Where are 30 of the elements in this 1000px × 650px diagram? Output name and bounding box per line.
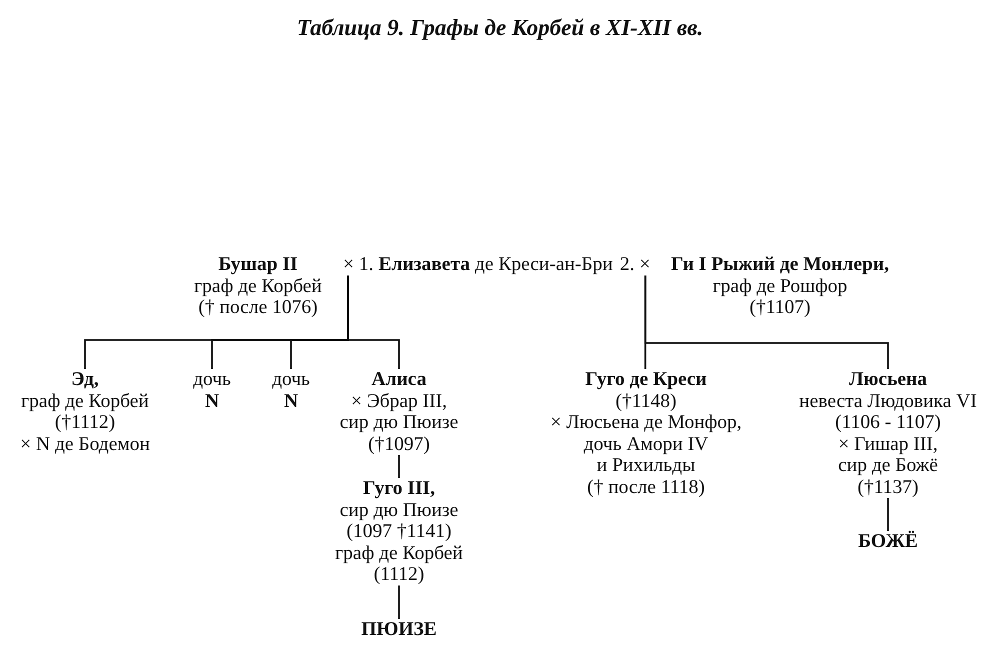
person-name: Алиса [372,369,426,390]
person-name: Ги I Рыжий де Монлери, [671,254,889,276]
person-note: граф де Корбей (†1112) [21,390,149,434]
descent-line [398,586,400,619]
house-name: ПЮИЗЕ [361,619,437,640]
table-title: Таблица 9. Графы де Корбей в XI-XII вв. [296,14,704,42]
person-name: Елизавета де Креси-ан-Бри [378,254,613,276]
spouse-note: × Люсьена де Монфор, дочь Амори IV и Рихильды († после 1118) [550,412,742,498]
marriage-mark: × 1. [343,254,374,276]
person-note: граф де Рошфор (†1107) [712,276,848,318]
person-note: невеста Людовика VI (1106 - 1107) [799,390,977,434]
spouse-note: × Гишар III, сир де Божё (†1137) [838,434,938,498]
descent-line [347,276,400,369]
person-name: Люсьена [848,369,928,390]
person-note: граф де Корбей († после 1076) [194,276,322,318]
descent-line [644,276,889,369]
house-name: БОЖЁ [858,531,918,552]
person-name: Эд, [71,369,99,390]
person-name: Бушар II [218,254,298,276]
marriage-mark: 2. × [620,254,650,276]
person-name: дочь N [193,369,231,412]
person-note: (†1148) [615,390,676,412]
descent-line [887,498,889,531]
descent-line [398,455,400,478]
person-name: дочь N [272,369,310,412]
person-name: Гуго де Креси [585,369,707,390]
spouse-note: × N де Бодемон [20,434,150,455]
person-name: Гуго III, [362,478,436,500]
person-note: сир дю Пюизе (1097 †1141) граф де Корбей (1112) [335,500,463,586]
spouse-note: × Эбрар III, сир дю Пюизе (†1097) [340,390,458,455]
